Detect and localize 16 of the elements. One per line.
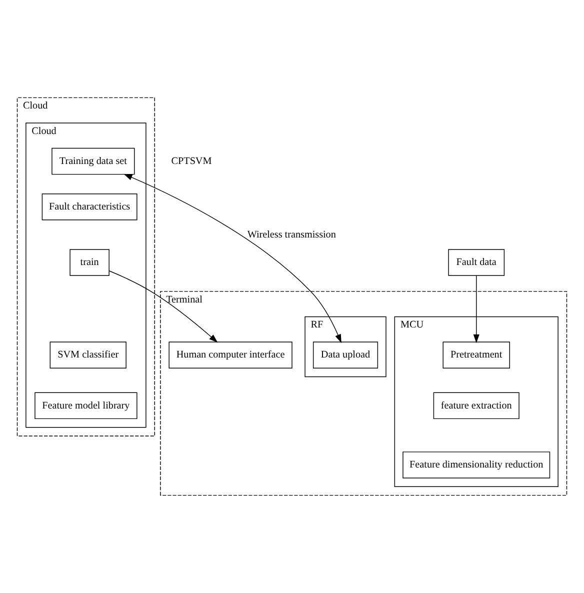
edge-label: Wireless transmission: [247, 229, 336, 240]
node-box: SVM classifier: [50, 342, 126, 368]
node-box: Pretreatment: [442, 342, 510, 368]
arrow: [473, 275, 480, 344]
node-box: Feature dimensionality reduction: [402, 452, 550, 478]
node-box: Training data set: [52, 148, 135, 175]
arrow: [124, 174, 342, 344]
node-box: Fault data: [448, 249, 505, 276]
node-box: Feature model library: [34, 392, 138, 420]
node-box: train: [70, 249, 110, 276]
arrow: [108, 270, 218, 343]
label: CPTSVM: [171, 156, 212, 167]
node-box: Data upload: [312, 342, 378, 368]
node-box: Fault characteristics: [42, 193, 138, 220]
node-box: feature extraction: [433, 392, 520, 420]
node-box: Human computer interface: [168, 342, 292, 368]
